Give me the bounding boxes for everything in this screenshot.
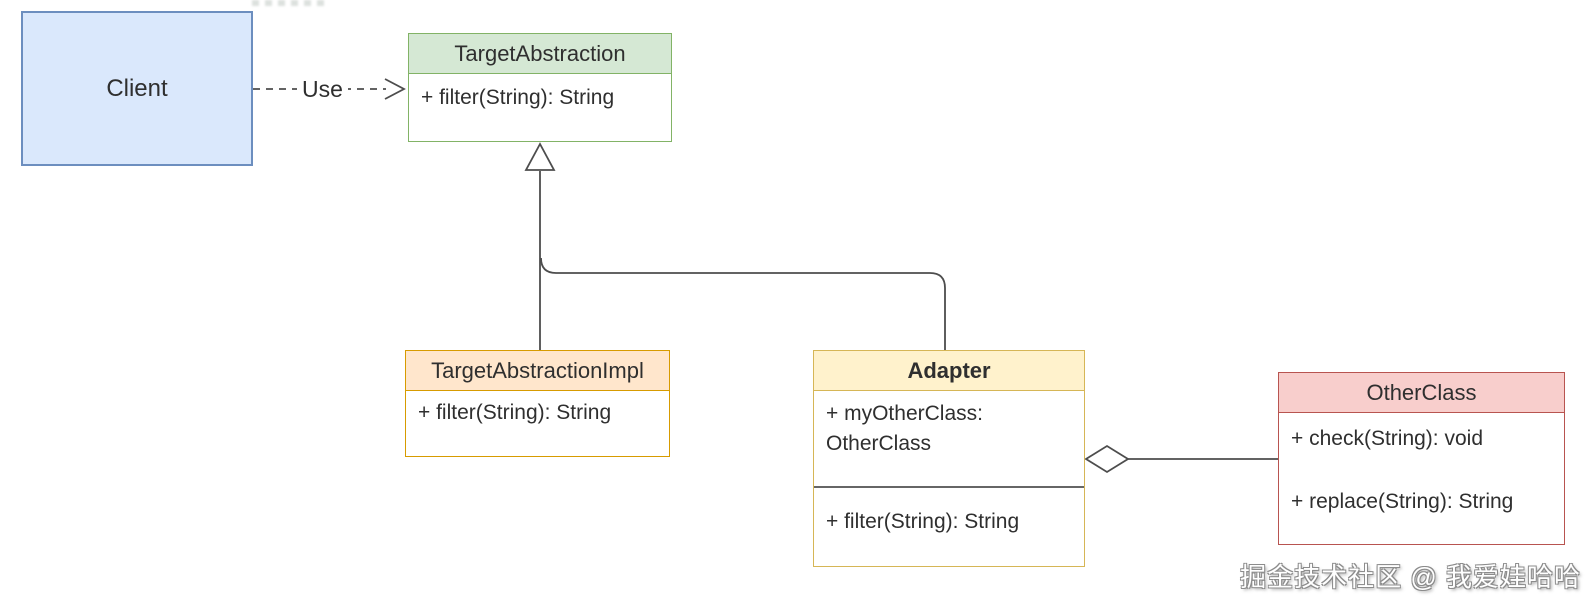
class-box-client: Client [21,11,253,166]
generalization-triangle-icon [524,142,556,171]
class-box-target-abstraction-impl: TargetAbstractionImpl + filter(String): … [405,350,670,457]
class-box-adapter: Adapter + myOtherClass: OtherClass + fil… [813,350,1085,567]
class-method-target-abstraction: + filter(String): String [421,86,615,109]
aggregation-diamond-icon [1084,444,1130,474]
class-name-client: Client [106,74,168,102]
class-attribute-adapter: + myOtherClass: OtherClass [814,391,1084,488]
class-method-other-class-check: + check(String): void [1291,427,1483,450]
cropped-watermark-artifact [252,0,324,6]
class-method-other-class-replace: + replace(String): String [1291,490,1514,513]
class-name-other-class: OtherClass [1279,373,1564,413]
use-dependency-label: Use [297,75,348,103]
generalization-line-adapter [540,257,946,350]
class-method-target-abstraction-impl: + filter(String): String [418,401,612,424]
class-name-target-abstraction-impl: TargetAbstractionImpl [406,351,669,391]
class-method-adapter: + filter(String): String [826,510,1020,533]
watermark-text: 掘金技术社区 @ 我爱娃哈哈 [1240,562,1581,592]
use-open-arrowhead-icon [384,78,406,100]
class-box-other-class: OtherClass + check(String): void + repla… [1278,372,1565,545]
class-box-target-abstraction: TargetAbstraction + filter(String): Stri… [408,33,672,142]
class-name-adapter: Adapter [814,351,1084,391]
class-name-target-abstraction: TargetAbstraction [409,34,671,74]
